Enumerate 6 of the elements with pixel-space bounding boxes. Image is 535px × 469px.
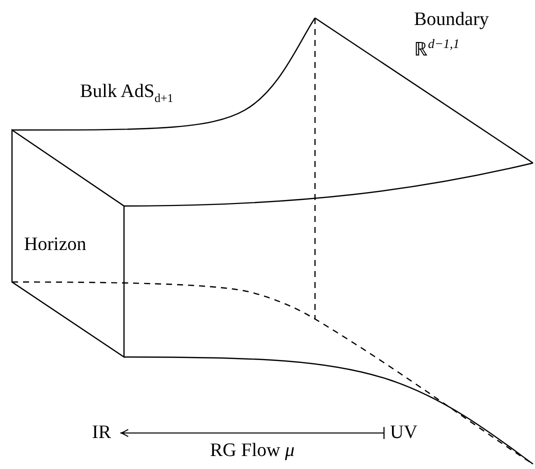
scale-label: UV [390, 421, 418, 445]
boundary-label: Boundary ℝ$^{d−1,1}$ [414, 8, 490, 62]
edge-label: RG Flow μ [210, 439, 295, 463]
region-label: Horizon [24, 233, 86, 257]
heading-label: Bulk AdS$_{d+1}$ [80, 80, 174, 107]
scale-label: IR [92, 421, 111, 445]
